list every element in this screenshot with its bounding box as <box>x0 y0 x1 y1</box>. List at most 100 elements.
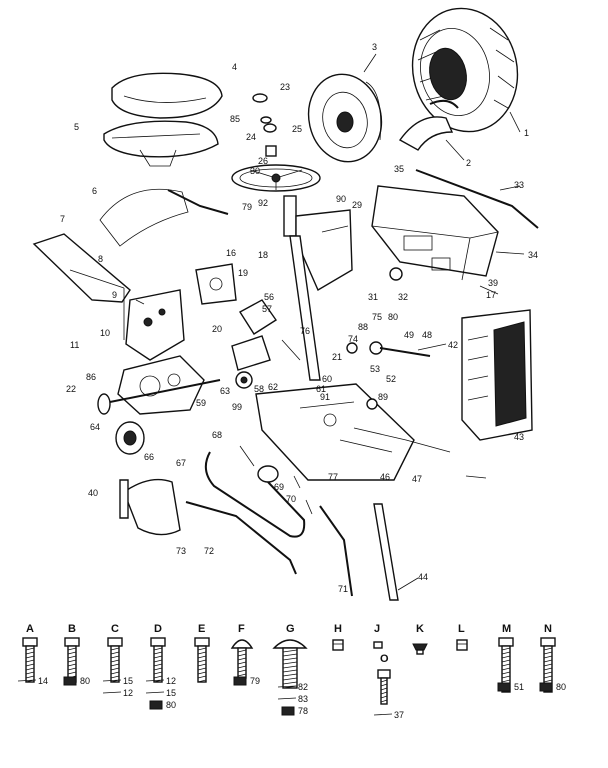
callout-63: 63 <box>220 386 230 396</box>
callout-8: 8 <box>98 254 103 264</box>
callout-21: 21 <box>332 352 342 362</box>
callout-19: 19 <box>238 268 248 278</box>
bolt-c-icon <box>107 637 123 683</box>
washer-icon <box>373 713 393 716</box>
callout-89: 89 <box>378 392 388 402</box>
bolt-a-icon <box>22 637 38 683</box>
legend-item-b: B80 <box>63 623 90 686</box>
callout-80: 80 <box>388 312 398 322</box>
legend-ref-12: 12 <box>166 676 176 686</box>
callout-4: 4 <box>232 62 237 72</box>
callout-33: 33 <box>514 180 524 190</box>
callout-23: 23 <box>280 82 290 92</box>
steering-shaft <box>373 503 399 601</box>
legend-letter-n: N <box>544 623 552 635</box>
legend-item-l: L <box>456 623 468 651</box>
brake-rod <box>185 501 297 575</box>
bolt-f-icon <box>230 639 254 679</box>
callout-49: 49 <box>404 330 414 340</box>
seat-bracket <box>99 188 189 247</box>
belt-guard <box>123 478 181 536</box>
washer-icon <box>277 685 297 688</box>
legend-ref-80: 80 <box>166 700 176 710</box>
callout-75: 75 <box>372 312 382 322</box>
callout-77: 77 <box>328 472 338 482</box>
callout-26: 26 <box>258 156 268 166</box>
small-hardware <box>119 189 451 519</box>
bolt-e-icon <box>194 637 210 683</box>
callout-17: 17 <box>486 290 496 300</box>
legend-ref-79: 79 <box>250 676 260 686</box>
callout-59: 59 <box>196 398 206 408</box>
steering-column <box>283 195 353 381</box>
legend-letter-c: C <box>111 623 119 635</box>
legend-letter-m: M <box>502 623 511 635</box>
legend-ref-12: 12 <box>123 688 133 698</box>
legend-letter-o: O <box>380 653 389 665</box>
callout-42: 42 <box>448 340 458 350</box>
callout-62: 62 <box>268 382 278 392</box>
bolt-d-icon <box>150 637 166 683</box>
bolt-g-icon <box>272 639 308 689</box>
legend-letter-j: J <box>374 623 380 635</box>
nut-icon <box>281 706 295 716</box>
legend-letter-f: F <box>238 623 245 635</box>
legend-ref-14: 14 <box>38 676 48 686</box>
callout-52: 52 <box>386 374 396 384</box>
callout-1: 1 <box>524 128 529 138</box>
legend-ref-15: 15 <box>123 676 133 686</box>
legend-item-k: K <box>412 623 428 655</box>
callout-40: 40 <box>88 488 98 498</box>
seat <box>111 72 223 119</box>
callout-86: 86 <box>86 372 96 382</box>
callout-22: 22 <box>66 384 76 394</box>
callout-9: 9 <box>112 290 117 300</box>
legend-item-f: F 79 <box>230 623 260 686</box>
callout-3: 3 <box>372 42 377 52</box>
legend-item-a: A14 <box>17 623 48 686</box>
legend-item-n: N80 <box>539 623 566 693</box>
legend-ref-80: 80 <box>80 676 90 686</box>
legend-letter-l: L <box>458 623 465 635</box>
legend-item-e: E <box>194 623 210 683</box>
callout-10: 10 <box>100 328 110 338</box>
callout-88: 88 <box>358 322 368 332</box>
legend-letter-g: G <box>286 623 295 635</box>
callout-29: 29 <box>352 200 362 210</box>
legend-item-c: C 15 12 <box>102 623 133 698</box>
wheel-spacer <box>398 99 459 151</box>
callout-18: 18 <box>258 250 268 260</box>
drive-belt <box>204 445 306 538</box>
callout-25: 25 <box>292 124 302 134</box>
legend-item-o: O37 <box>373 653 404 720</box>
callout-57: 57 <box>262 304 272 314</box>
callout-30: 30 <box>250 166 260 176</box>
nut-icon <box>233 676 247 686</box>
bolt-m-icon <box>498 637 514 693</box>
legend-letter-d: D <box>154 623 162 635</box>
legend-letter-h: H <box>334 623 342 635</box>
washer-icon <box>145 691 165 694</box>
callout-46: 46 <box>380 472 390 482</box>
legend-letter-e: E <box>198 623 205 635</box>
callout-92: 92 <box>258 198 268 208</box>
washer-icon <box>102 679 122 682</box>
tire <box>411 7 519 133</box>
main-frame <box>255 383 415 481</box>
bolt-b-icon <box>64 637 80 683</box>
wheel-rim <box>307 73 383 163</box>
legend-ref-15: 15 <box>166 688 176 698</box>
legend-letter-k: K <box>416 623 424 635</box>
callout-61: 61 <box>316 384 326 394</box>
callout-43: 43 <box>514 432 524 442</box>
idler-pulley <box>257 465 279 483</box>
mount-plate <box>125 289 185 361</box>
callout-73: 73 <box>176 546 186 556</box>
pulley-bracket <box>195 263 237 305</box>
hood <box>371 185 499 281</box>
nut-icon <box>63 676 77 686</box>
callout-68: 68 <box>212 430 222 440</box>
